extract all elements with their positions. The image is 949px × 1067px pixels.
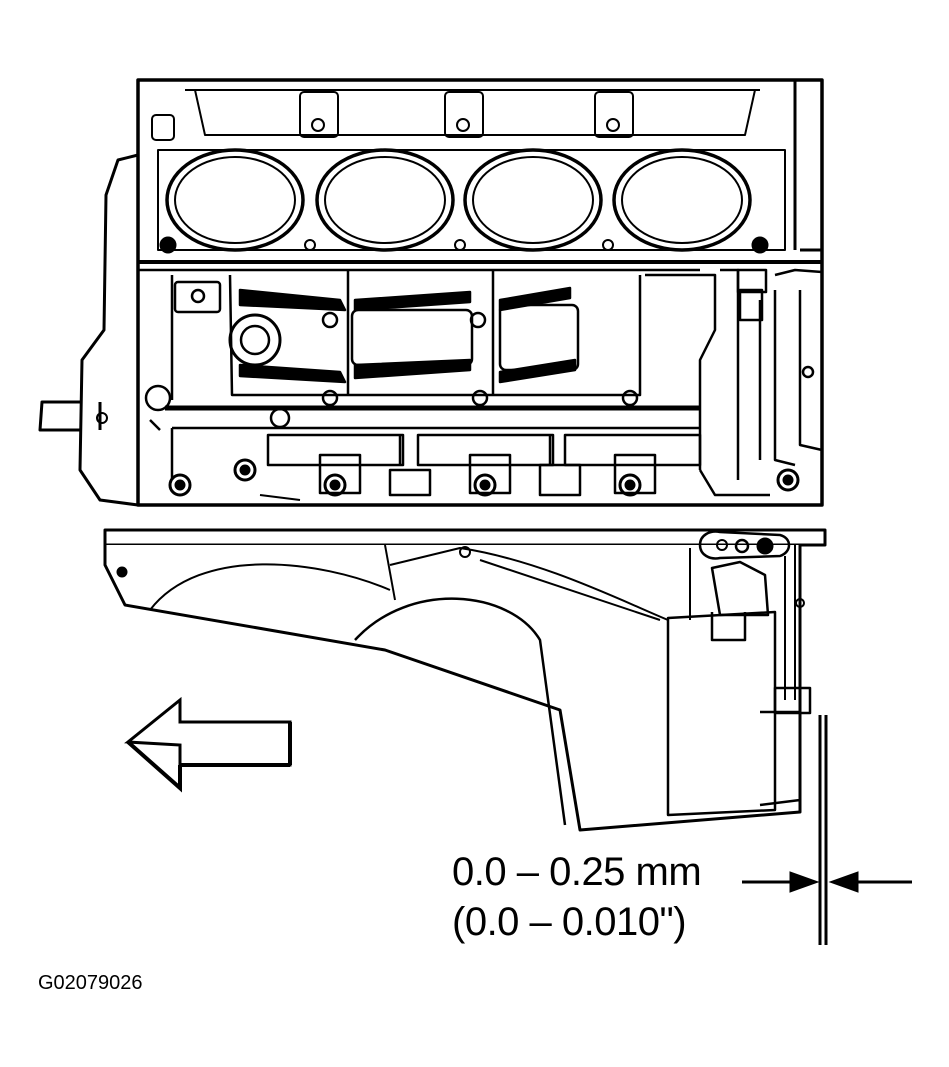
block-outline — [136, 78, 824, 507]
front-direction-arrow-icon — [124, 696, 292, 793]
engine-block — [38, 78, 824, 507]
oil-filter-boss — [228, 313, 282, 367]
clearance-metric-label: 0.0 – 0.25 mm — [452, 850, 702, 894]
cylinder-bore — [612, 148, 752, 252]
crankshaft-stub — [38, 400, 80, 432]
pickup-bracket — [698, 530, 791, 560]
figure-id-label: G02079026 — [38, 972, 143, 994]
clearance-imperial-label: (0.0 – 0.010") — [452, 900, 687, 944]
cylinder-bores — [165, 148, 752, 252]
deck-surface — [157, 149, 786, 251]
crankcase — [138, 268, 823, 480]
clearance-arrow-icon — [742, 871, 912, 893]
pan-body — [103, 545, 802, 832]
cylinder-bore — [315, 148, 455, 252]
cylinder-bore — [463, 148, 603, 252]
pan-rail — [103, 528, 827, 547]
rear-cover — [78, 153, 140, 507]
oil-pickup — [710, 560, 770, 617]
oil-pan — [103, 528, 828, 945]
cylinder-bore — [165, 148, 305, 252]
